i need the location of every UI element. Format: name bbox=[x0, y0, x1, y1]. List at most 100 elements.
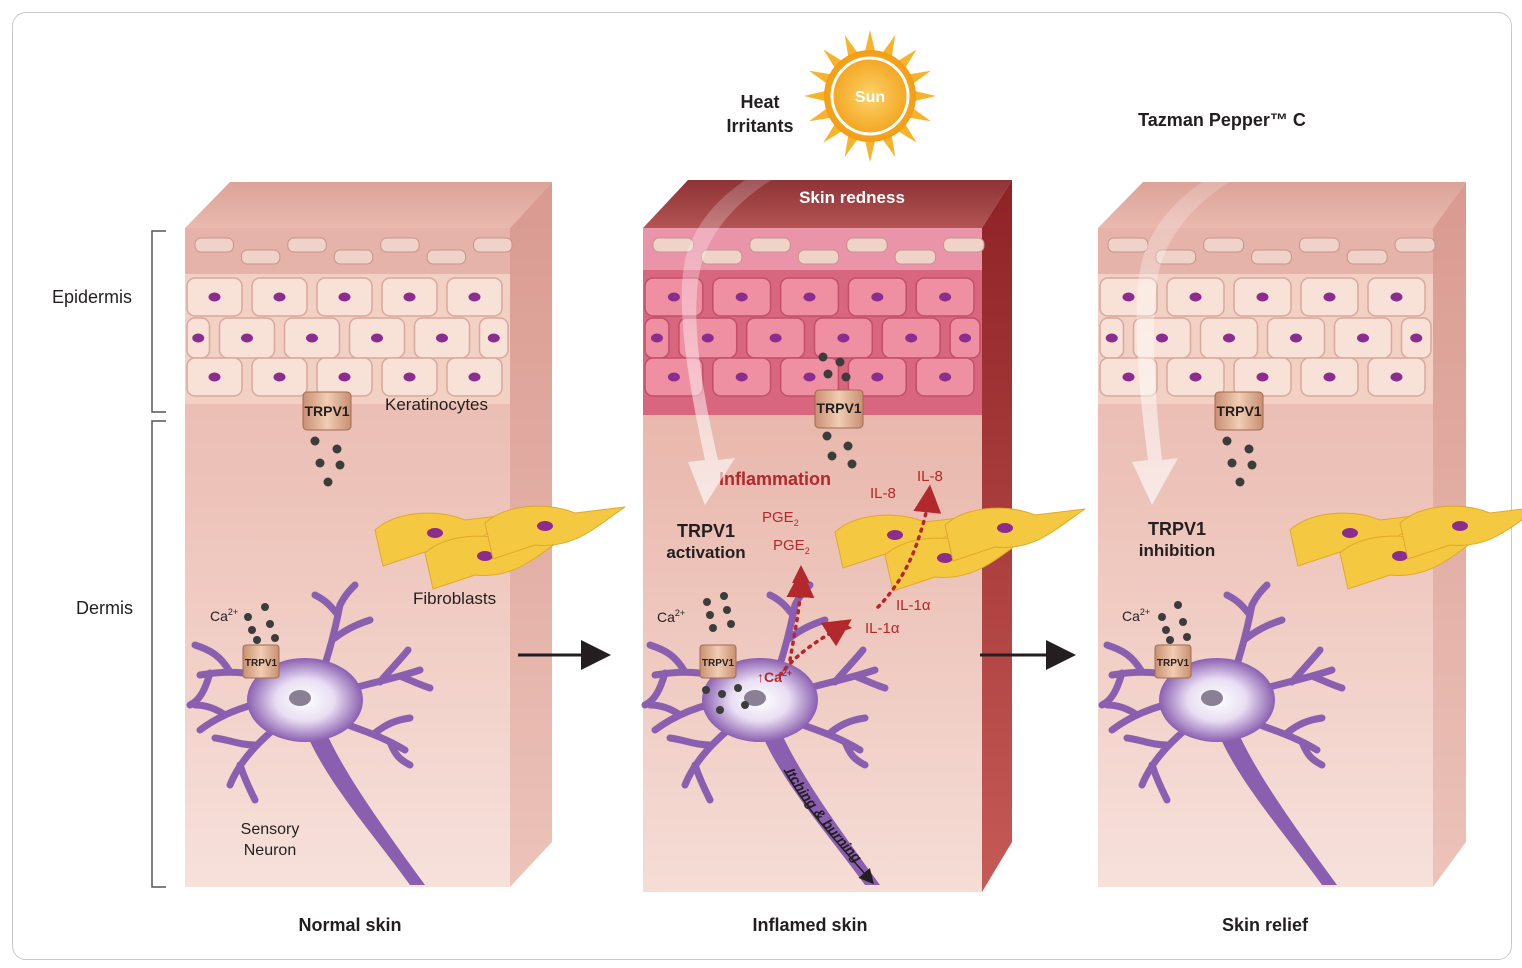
axon bbox=[1217, 730, 1337, 885]
corneocyte bbox=[1203, 237, 1245, 253]
cell-nucleus bbox=[1256, 372, 1269, 382]
keratinocyte-cells bbox=[186, 237, 513, 397]
sun-ray bbox=[844, 134, 859, 157]
trpv1-channel-neuron: TRPV1 bbox=[242, 644, 280, 679]
panel-inflamed-skin: Skin redness TRPV1 Inflammation TRPV1 Ca… bbox=[641, 148, 1086, 935]
cell-nucleus bbox=[939, 372, 952, 382]
cell-nucleus bbox=[650, 333, 663, 343]
cell-nucleus bbox=[427, 528, 443, 538]
cell-nucleus bbox=[1342, 528, 1358, 538]
corneocyte bbox=[1107, 237, 1149, 253]
tazman-label: Tazman Pepper™ C bbox=[1138, 110, 1306, 130]
cell-nucleus bbox=[338, 292, 351, 302]
calcium-label: Ca2+ bbox=[657, 608, 685, 625]
cell-nucleus bbox=[1392, 551, 1408, 561]
sensory-neuron bbox=[186, 581, 434, 885]
tazman-arrow bbox=[1132, 150, 1280, 505]
itching-arrow bbox=[783, 769, 874, 885]
corneocyte bbox=[1298, 237, 1340, 253]
cell-nucleus bbox=[1323, 292, 1336, 302]
calcium-label: Ca2+ bbox=[1122, 607, 1150, 624]
trpv1-activation-label: activation bbox=[666, 543, 745, 562]
cell-nucleus bbox=[837, 333, 850, 343]
sun-ray bbox=[908, 107, 931, 122]
cell-nucleus bbox=[1256, 292, 1269, 302]
corneocyte bbox=[894, 249, 937, 265]
fibroblast-cluster bbox=[834, 507, 1086, 592]
cell-nucleus bbox=[403, 372, 416, 382]
corneocyte bbox=[240, 249, 281, 265]
caption-inflamed-skin: Inflamed skin bbox=[752, 915, 867, 935]
cell-nucleus bbox=[905, 333, 918, 343]
cell-nucleus bbox=[1290, 333, 1302, 343]
sensory-label: Sensory bbox=[241, 821, 300, 838]
cell-nucleus bbox=[1390, 372, 1403, 382]
corneocyte bbox=[652, 237, 694, 253]
cell-nucleus bbox=[887, 530, 903, 540]
cell-nucleus bbox=[1122, 292, 1135, 302]
sun-label: Sun bbox=[855, 89, 885, 106]
fibroblast-cluster bbox=[1289, 505, 1522, 590]
svg-text:TRPV1: TRPV1 bbox=[1157, 658, 1190, 669]
corneocyte bbox=[1394, 237, 1436, 253]
trpv1-channel-neuron: TRPV1 bbox=[699, 644, 737, 679]
cell-nucleus bbox=[487, 333, 500, 343]
cell-nucleus bbox=[769, 333, 782, 343]
caption-skin-relief: Skin relief bbox=[1222, 915, 1309, 935]
cell-nucleus bbox=[735, 372, 748, 382]
cell-nucleus bbox=[667, 292, 680, 302]
fibroblast-cell bbox=[484, 505, 626, 560]
sun-ray bbox=[881, 134, 896, 157]
corneocyte bbox=[194, 237, 234, 253]
keratinocyte-cells bbox=[644, 237, 985, 397]
svg-text:TRPV1: TRPV1 bbox=[245, 658, 278, 669]
il1a-arrowhead bbox=[838, 620, 852, 633]
axon bbox=[305, 730, 425, 885]
dermis-label: Dermis bbox=[76, 598, 133, 618]
fibroblast-cell bbox=[944, 507, 1086, 562]
cell-nucleus bbox=[1189, 292, 1202, 302]
fibroblast-cell bbox=[1399, 505, 1522, 560]
caption-normal-skin: Normal skin bbox=[298, 915, 401, 935]
mediator-paths bbox=[778, 484, 942, 677]
cell-nucleus bbox=[468, 372, 481, 382]
corneocyte bbox=[749, 237, 791, 253]
calcium-dots bbox=[244, 603, 279, 644]
dendrite bbox=[311, 581, 374, 684]
keratinocytes-label: Keratinocytes bbox=[385, 395, 488, 414]
neuron-nucleus bbox=[744, 690, 766, 706]
cell-nucleus bbox=[871, 292, 884, 302]
cell-nucleus bbox=[939, 292, 952, 302]
cell-nucleus bbox=[306, 333, 318, 343]
il8-arrowhead bbox=[921, 490, 936, 499]
cell-nucleus bbox=[1410, 333, 1423, 343]
il1a-label: IL-1α bbox=[865, 620, 900, 637]
corneocyte bbox=[846, 237, 888, 253]
corneocyte bbox=[380, 237, 420, 253]
layer-bracket bbox=[151, 230, 166, 888]
cell-nucleus bbox=[273, 372, 286, 382]
sensory-neuron bbox=[641, 581, 889, 885]
corneocyte bbox=[426, 249, 467, 265]
trpv1-channel: TRPV1 bbox=[814, 389, 864, 429]
cell-nucleus bbox=[1122, 372, 1135, 382]
calcium-label: Ca2+ bbox=[210, 607, 238, 624]
cell-nucleus bbox=[1452, 521, 1468, 531]
cell-nucleus bbox=[371, 333, 383, 343]
fibroblast-cluster bbox=[374, 505, 626, 590]
panel-normal-skin: TRPV1 Keratinocytes Fibroblasts TRPV1 Ca… bbox=[185, 182, 626, 935]
corneocyte bbox=[333, 249, 374, 265]
inflammation-label: Inflammation bbox=[719, 469, 831, 489]
calcium-dots bbox=[1158, 601, 1191, 644]
cell-nucleus bbox=[1223, 333, 1235, 343]
corneocyte bbox=[1346, 249, 1388, 265]
sun-ray bbox=[844, 35, 859, 58]
neuron-nucleus bbox=[289, 690, 311, 706]
heat-irritants-arrow bbox=[681, 148, 840, 505]
cell-nucleus bbox=[803, 372, 816, 382]
cell-nucleus bbox=[959, 333, 972, 343]
neuron-label: Neuron bbox=[244, 842, 296, 859]
trpv1-inhibition-label: TRPV1 bbox=[1148, 519, 1206, 539]
cell-nucleus bbox=[803, 292, 816, 302]
